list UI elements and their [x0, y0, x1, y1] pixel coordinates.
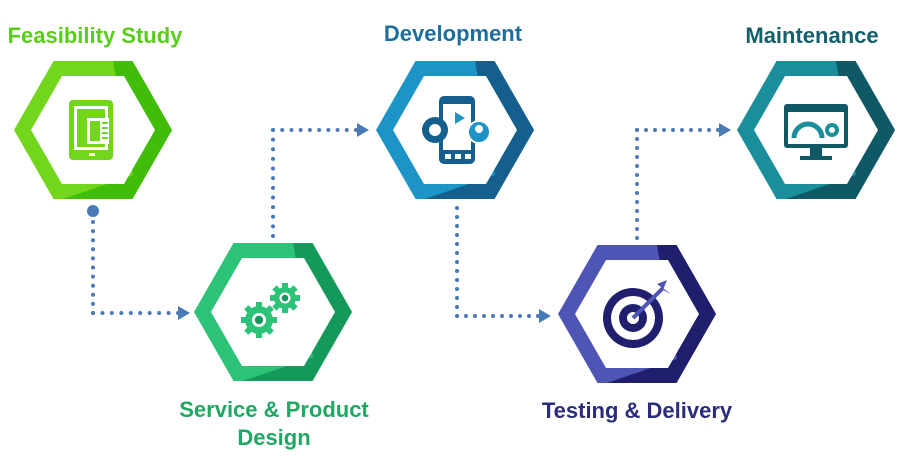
connector-2-horizontal: [271, 128, 358, 132]
monitor-gears-icon: [784, 104, 848, 160]
label-maintenance: Maintenance: [745, 23, 879, 48]
hexagon-feasibility-study: [14, 61, 172, 199]
hexagon-service-product-design: [194, 243, 352, 381]
target-icon: [603, 280, 671, 348]
label-development: Development: [383, 21, 523, 46]
arrow-to-development: [357, 123, 369, 137]
connector-1-horizontal: [91, 311, 180, 315]
connector-4-vertical: [635, 128, 639, 240]
connector-3-vertical: [455, 206, 459, 318]
connector-2-vertical: [271, 128, 275, 238]
label-feasibility-study: Feasibility Study: [7, 23, 183, 48]
hexagon-testing-delivery: [558, 245, 716, 383]
arrow-to-service: [178, 306, 190, 320]
gears-icon: [241, 283, 300, 338]
connector-4-horizontal: [635, 128, 720, 132]
mobile-dev-icon: [422, 96, 491, 164]
connector-3-horizontal: [455, 314, 540, 318]
connector-1-vertical: [91, 220, 95, 315]
arrow-to-testing: [539, 309, 551, 323]
label-testing-delivery: Testing & Delivery: [541, 398, 733, 423]
label-design: Design: [237, 425, 311, 450]
hexagon-development: [376, 61, 534, 199]
start-dot: [87, 205, 99, 217]
tablet-book-icon: [69, 100, 113, 160]
hexagon-maintenance: [737, 61, 895, 199]
arrow-to-maintenance: [719, 123, 731, 137]
label-service-product: Service & Product: [179, 397, 369, 422]
